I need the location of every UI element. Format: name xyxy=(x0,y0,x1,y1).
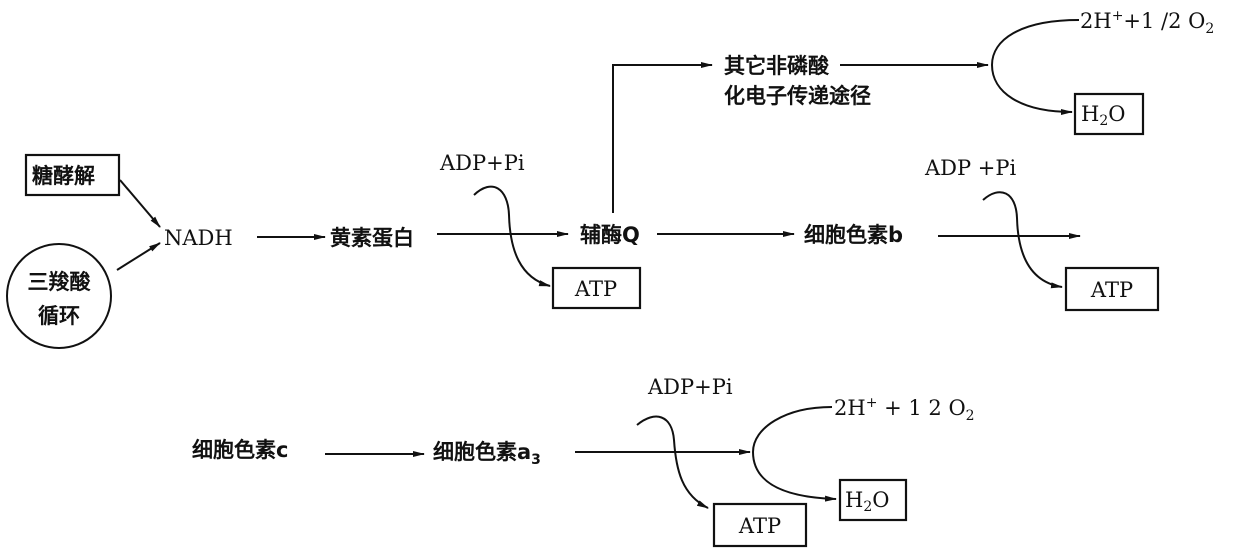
alt-pathway-label-line1: 其它非磷酸 xyxy=(724,54,830,78)
oxygen-reactants-1: 2H++1 /2 O2 xyxy=(1080,8,1214,37)
phosphorylation-curve-3 xyxy=(636,415,709,509)
cyt-b-label: 细胞色素b xyxy=(804,223,903,247)
oxygen-reactants-2: 2H+ + 1 2 O2 xyxy=(834,395,975,424)
water-box-2: H2O xyxy=(838,478,908,522)
coenzyme-q-label: 辅酶Q xyxy=(580,223,640,247)
water-label-2: H2O xyxy=(845,488,889,515)
tca-label-line2: 循环 xyxy=(38,304,80,328)
arrow-glycolysis-to-nadh xyxy=(119,179,161,228)
tca-cycle-node: 三羧酸 循环 xyxy=(6,243,112,349)
atp-label-2: ATP xyxy=(1090,278,1133,302)
adp-pi-label-2: ADP +Pi xyxy=(924,156,1017,180)
water-label-1: H2O xyxy=(1081,102,1125,129)
atp-box-3: ATP xyxy=(712,502,808,548)
oxygen-reduction-curve-1 xyxy=(990,19,1080,115)
atp-box-2: ATP xyxy=(1064,266,1160,312)
atp-label-1: ATP xyxy=(574,277,617,301)
atp-box-1: ATP xyxy=(551,266,642,310)
oxygen-reduction-curve-2 xyxy=(751,406,837,502)
flavoprotein-label: 黄素蛋白 xyxy=(330,226,414,250)
atp-label-3: ATP xyxy=(738,514,781,538)
cyt-c-label: 细胞色素c xyxy=(192,438,288,462)
arrow-coq-to-alt-pathway xyxy=(612,62,713,213)
glycolysis-node: 糖酵解 xyxy=(24,153,121,197)
water-box-1: H2O xyxy=(1073,92,1145,136)
arrow-tca-to-nadh xyxy=(116,242,161,271)
tca-label-line1: 三羧酸 xyxy=(28,270,92,294)
nadh-label: NADH xyxy=(164,226,233,250)
adp-pi-label-3: ADP+Pi xyxy=(647,375,733,399)
alt-pathway-label-line2: 化电子传递途径 xyxy=(724,84,871,108)
phosphorylation-curve-2 xyxy=(982,191,1063,289)
phosphorylation-curve-1 xyxy=(473,185,551,287)
glycolysis-label: 糖酵解 xyxy=(32,164,95,188)
adp-pi-label-1: ADP+Pi xyxy=(439,151,525,175)
cyt-a3-label: 细胞色素a3 xyxy=(433,440,541,468)
